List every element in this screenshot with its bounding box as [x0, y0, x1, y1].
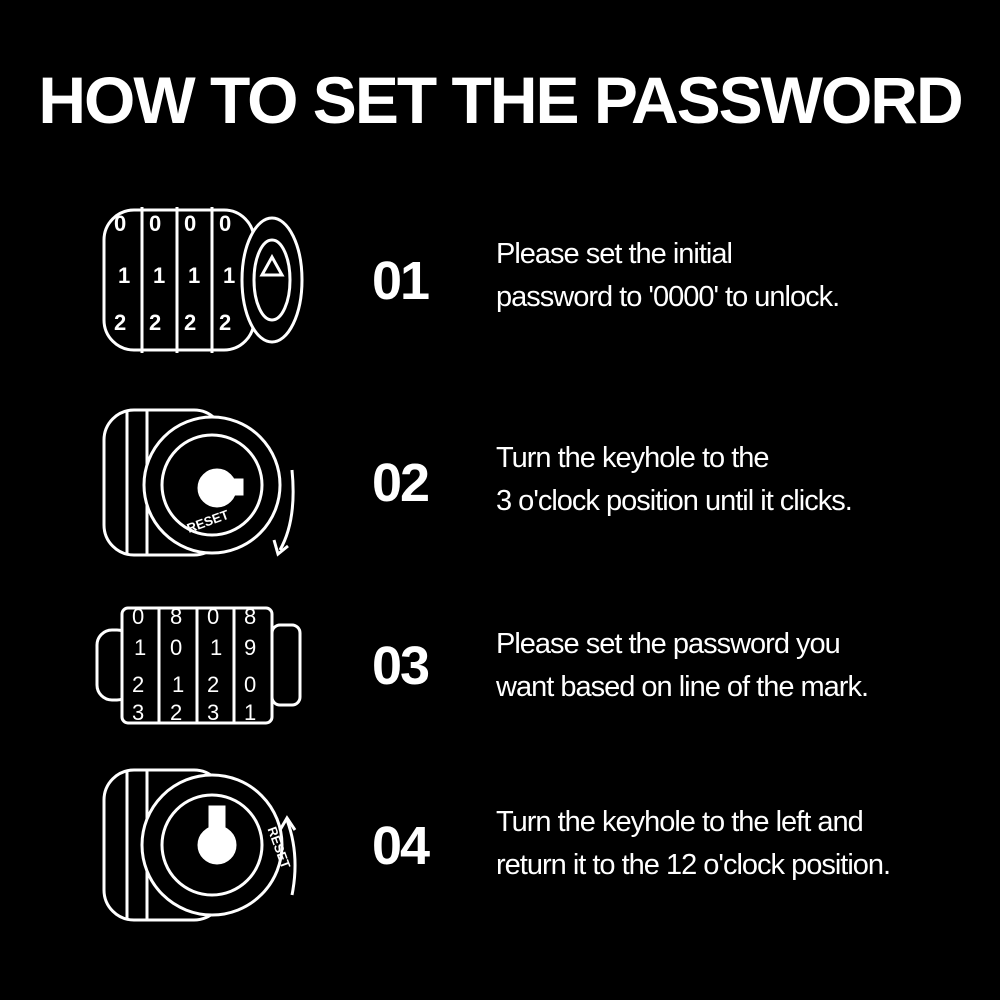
svg-text:0: 0: [184, 211, 196, 236]
instruction-line: 3 o'clock position until it clicks.: [496, 485, 853, 517]
svg-text:2: 2: [170, 700, 182, 725]
svg-text:1: 1: [188, 263, 200, 288]
svg-text:0: 0: [149, 211, 161, 236]
step-number: 02: [372, 453, 430, 513]
svg-text:1: 1: [118, 263, 130, 288]
step-instruction: Please set the initial password to '0000…: [496, 233, 840, 319]
svg-text:1: 1: [223, 263, 235, 288]
instruction-line: want based on line of the mark.: [496, 671, 869, 703]
svg-text:0: 0: [244, 672, 256, 697]
svg-text:1: 1: [172, 672, 184, 697]
svg-text:1: 1: [153, 263, 165, 288]
instruction-line: Turn the keyhole to the: [496, 442, 770, 474]
svg-text:0: 0: [170, 635, 182, 660]
svg-text:0: 0: [114, 211, 126, 236]
instruction-line: Please set the initial: [496, 238, 733, 270]
page-title: HOW TO SET THE PASSWORD: [38, 63, 963, 137]
instruction-line: password to '0000' to unlock.: [496, 281, 840, 313]
svg-text:2: 2: [114, 310, 126, 335]
svg-text:1: 1: [210, 635, 222, 660]
svg-text:2: 2: [207, 672, 219, 697]
step-number: 01: [372, 251, 430, 311]
step-number: 04: [372, 816, 430, 876]
svg-text:8: 8: [244, 604, 256, 629]
svg-text:0: 0: [219, 211, 231, 236]
svg-text:3: 3: [132, 700, 144, 725]
svg-text:2: 2: [219, 310, 231, 335]
svg-text:8: 8: [170, 604, 182, 629]
step-4: RESET 04 Turn the keyhole to the left an…: [0, 765, 1000, 935]
step-number: 03: [372, 636, 430, 696]
step-instruction: Turn the keyhole to the left and return …: [496, 801, 891, 887]
svg-text:3: 3: [207, 700, 219, 725]
svg-text:0: 0: [132, 604, 144, 629]
svg-text:9: 9: [244, 635, 256, 660]
instruction-line: Please set the password you: [496, 628, 841, 660]
svg-text:2: 2: [149, 310, 161, 335]
svg-text:2: 2: [184, 310, 196, 335]
lock-return-turn-icon: RESET: [102, 768, 297, 922]
instruction-line: return it to the 12 o'clock position.: [496, 849, 891, 881]
step-instruction: Turn the keyhole to the 3 o'clock positi…: [496, 437, 853, 523]
step-2: RESET 02 Turn the keyhole to the 3 o'clo…: [0, 400, 1000, 570]
svg-text:2: 2: [132, 672, 144, 697]
svg-text:1: 1: [244, 700, 256, 725]
svg-text:1: 1: [134, 635, 146, 660]
instruction-line: Turn the keyhole to the left and: [496, 806, 864, 838]
lock-reset-turn-icon: RESET: [102, 408, 295, 557]
svg-text:0: 0: [207, 604, 219, 629]
step-instruction: Please set the password you want based o…: [496, 623, 869, 709]
